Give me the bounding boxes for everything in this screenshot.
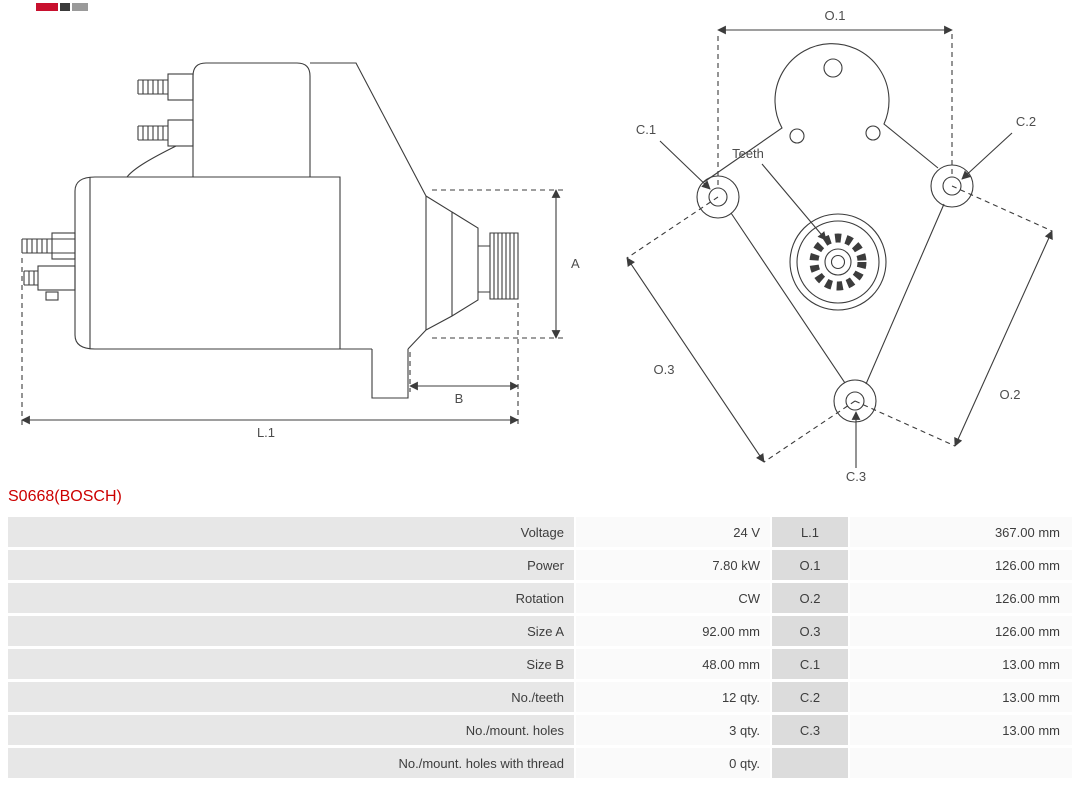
dim-label-o2: O.2 bbox=[1000, 387, 1021, 402]
spec-label: Power bbox=[8, 550, 574, 580]
technical-drawing: A B L.1 bbox=[21, 8, 1053, 484]
spec-value: 24 V bbox=[576, 517, 770, 547]
spec-label: No./teeth bbox=[8, 682, 574, 712]
dimension-a: A bbox=[432, 189, 580, 339]
table-row: No./mount. holes with thread 0 qty. bbox=[8, 748, 1072, 778]
dim-label-c1: C.1 bbox=[636, 122, 656, 137]
mounting-holes bbox=[696, 164, 974, 423]
dim-code: L.1 bbox=[772, 517, 848, 547]
dim-value: 126.00 mm bbox=[850, 616, 1072, 646]
dim-code: C.3 bbox=[772, 715, 848, 745]
as-pl-logo bbox=[36, 3, 88, 11]
table-row: Rotation CW O.2 126.00 mm bbox=[8, 583, 1072, 613]
dimension-l1: L.1 bbox=[21, 258, 519, 440]
table-row: Voltage 24 V L.1 367.00 mm bbox=[8, 517, 1072, 547]
spec-table: Voltage 24 V L.1 367.00 mm Power 7.80 kW… bbox=[8, 517, 1072, 778]
leader-teeth: Teeth bbox=[732, 146, 827, 241]
dimension-o2: O.2 bbox=[854, 185, 1053, 447]
spec-label: No./mount. holes with thread bbox=[8, 748, 574, 778]
table-row: Power 7.80 kW O.1 126.00 mm bbox=[8, 550, 1072, 580]
dim-code: C.1 bbox=[772, 649, 848, 679]
dim-code: O.3 bbox=[772, 616, 848, 646]
dim-value bbox=[850, 748, 1072, 778]
table-row: No./mount. holes 3 qty. C.3 13.00 mm bbox=[8, 715, 1072, 745]
rear-studs bbox=[21, 232, 76, 301]
logo-mark bbox=[72, 3, 88, 11]
dim-label-o1: O.1 bbox=[825, 8, 846, 23]
table-row: Size A 92.00 mm O.3 126.00 mm bbox=[8, 616, 1072, 646]
dimension-o1: O.1 bbox=[717, 8, 953, 185]
spec-value: CW bbox=[576, 583, 770, 613]
dim-value: 13.00 mm bbox=[850, 682, 1072, 712]
dim-label-b: B bbox=[455, 391, 464, 406]
dim-code: O.2 bbox=[772, 583, 848, 613]
starter-side-view: A B L.1 bbox=[21, 62, 580, 440]
table-row: No./teeth 12 qty. C.2 13.00 mm bbox=[8, 682, 1072, 712]
spec-label: Rotation bbox=[8, 583, 574, 613]
leader-c3: C.3 bbox=[846, 411, 866, 484]
dim-code bbox=[772, 748, 848, 778]
solenoid bbox=[192, 62, 311, 177]
spec-label: No./mount. holes bbox=[8, 715, 574, 745]
spec-value: 92.00 mm bbox=[576, 616, 770, 646]
dim-code: C.2 bbox=[772, 682, 848, 712]
spec-value: 7.80 kW bbox=[576, 550, 770, 580]
dim-value: 13.00 mm bbox=[850, 715, 1072, 745]
flange-outline bbox=[703, 43, 939, 183]
starter-front-view: O.1 O.3 O.2 C.1 C.2 bbox=[626, 8, 1053, 484]
dim-label-l1: L.1 bbox=[257, 425, 275, 440]
pinion-gear-front bbox=[789, 213, 887, 311]
dim-value: 13.00 mm bbox=[850, 649, 1072, 679]
dimension-b: B bbox=[409, 303, 519, 406]
dim-value: 126.00 mm bbox=[850, 550, 1072, 580]
spec-value: 0 qty. bbox=[576, 748, 770, 778]
logo-mark bbox=[60, 3, 70, 11]
dim-label-c2: C.2 bbox=[1016, 114, 1036, 129]
spec-value: 48.00 mm bbox=[576, 649, 770, 679]
dim-code: O.1 bbox=[772, 550, 848, 580]
table-row: Size B 48.00 mm C.1 13.00 mm bbox=[8, 649, 1072, 679]
pinion bbox=[489, 232, 519, 300]
spec-label: Voltage bbox=[8, 517, 574, 547]
dim-label-a: A bbox=[571, 256, 580, 271]
dimension-o3: O.3 bbox=[626, 196, 856, 463]
leader-c2: C.2 bbox=[961, 114, 1036, 180]
drive-end-housing bbox=[425, 195, 519, 331]
motor-body bbox=[74, 176, 341, 350]
spec-label: Size A bbox=[8, 616, 574, 646]
dim-label-c3: C.3 bbox=[846, 469, 866, 484]
part-number: S0668(BOSCH) bbox=[8, 488, 122, 505]
teeth-label: Teeth bbox=[732, 146, 764, 161]
dim-label-o3: O.3 bbox=[654, 362, 675, 377]
leader-c1: C.1 bbox=[636, 122, 711, 190]
spec-value: 12 qty. bbox=[576, 682, 770, 712]
wire bbox=[126, 145, 177, 178]
logo-mark bbox=[36, 3, 58, 11]
terminal-studs bbox=[126, 73, 194, 178]
dim-value: 367.00 mm bbox=[850, 517, 1072, 547]
mounting-foot bbox=[340, 329, 427, 399]
dim-value: 126.00 mm bbox=[850, 583, 1072, 613]
spec-value: 3 qty. bbox=[576, 715, 770, 745]
spec-label: Size B bbox=[8, 649, 574, 679]
